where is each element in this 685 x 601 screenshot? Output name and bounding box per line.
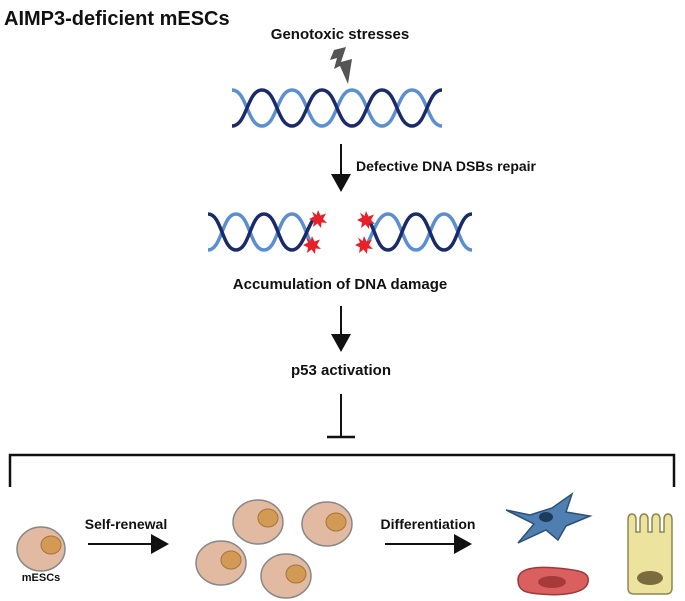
genotoxic-stresses-label: Genotoxic stresses [271,26,409,43]
renewed-cell [260,553,312,599]
dna-damage-label: Accumulation of DNA damage [233,276,447,293]
mesc-cell [16,526,66,572]
lightning-bolt-icon [330,47,352,84]
broken-dna-right [364,212,473,252]
outcome-bracket [8,453,676,487]
renewed-cell [195,540,247,586]
damage-star-icon [303,236,321,254]
rbc-cell [517,566,589,596]
dna-double-helix [231,88,443,128]
defective-repair-label: Defective DNA DSBs repair [356,158,537,174]
diagram-title: AIMP3-deficient mESCs [4,8,230,30]
epithelial-cell [627,513,673,595]
dna-strand-dark [231,88,443,128]
p53-activation-label: p53 activation [291,362,391,379]
differentiation-label: Differentiation [381,516,476,532]
mescs-label: mESCs [22,572,61,584]
damage-star-icon [309,210,327,228]
broken-dna-left [207,212,316,252]
fibroblast-cell [505,492,593,544]
damage-star-icon [357,211,375,229]
renewed-cell [301,501,353,547]
renewed-cell [232,499,284,545]
self-renewal-label: Self-renewal [85,516,167,532]
damage-star-icon [355,236,373,254]
